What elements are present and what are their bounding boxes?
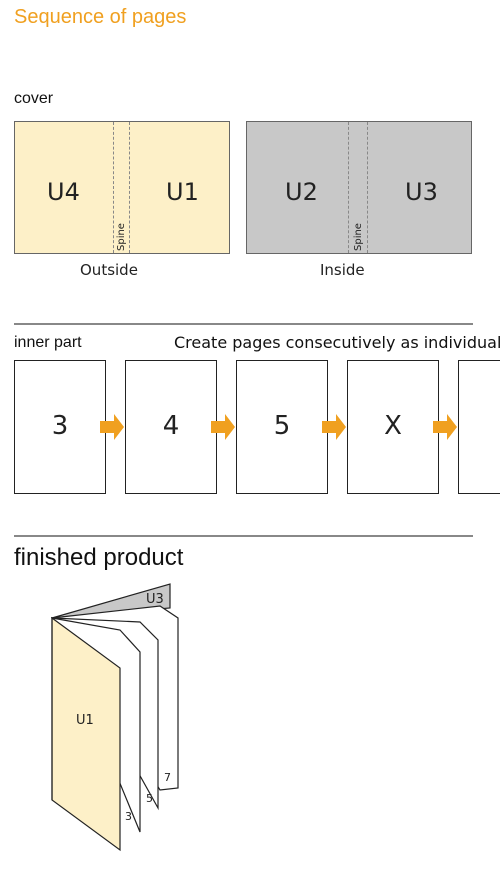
cover-inside: U2 U3 Spine [246,121,472,254]
inner-page: 5 [236,360,328,494]
arrow-right-icon [322,414,346,440]
page-number: X [384,411,402,441]
spine-fold-left [348,122,349,253]
booklet-front-label: U1 [76,713,94,728]
booklet-page-number: 5 [146,792,153,805]
finished-product-label: finished product [14,544,184,571]
divider [14,323,473,325]
cover-label: cover [14,90,54,107]
page-number: 5 [273,411,291,441]
page-title: Sequence of pages [14,6,187,28]
inner-page: X [347,360,439,494]
cover-outside: U4 U1 Spine [14,121,230,254]
inner-page: 4 [125,360,217,494]
cover-u1: U1 [166,178,199,206]
spine-fold-right [367,122,368,253]
page-number: 3 [51,411,69,441]
spine-fold-right [129,122,130,253]
caption-outside: Outside [80,261,138,279]
inner-part-label: inner part [14,334,82,351]
arrow-right-icon [100,414,124,440]
inner-page-partial [458,360,500,494]
inner-part-note: Create pages consecutively as individual [174,333,500,352]
arrow-right-icon [211,414,235,440]
booklet-back-label: U3 [146,592,164,607]
cover-u2: U2 [285,178,318,206]
arrow-right-icon [433,414,457,440]
cover-u4: U4 [47,178,80,206]
booklet-page-number: 3 [125,810,132,823]
booklet-page-number: 7 [164,771,171,784]
inner-page: 3 [14,360,106,494]
caption-inside: Inside [320,261,365,279]
cover-u3: U3 [405,178,438,206]
page-number: 4 [162,411,180,441]
divider [14,535,473,537]
spine-fold-left [113,122,114,253]
